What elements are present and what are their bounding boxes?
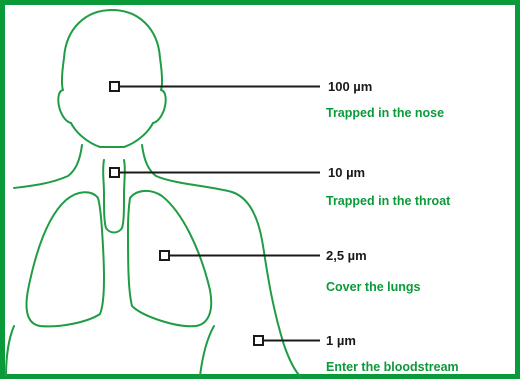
lungs-marker: [160, 251, 169, 260]
callout-desc-bloodstream: Enter the bloodstream: [326, 360, 459, 374]
callout-desc-throat: Trapped in the throat: [326, 194, 451, 208]
left-lung-outline: [27, 192, 105, 326]
nose-marker: [110, 82, 119, 91]
bloodstream-marker: [254, 336, 263, 345]
callout-size-nose: 100 µm: [328, 79, 372, 94]
head-outline: [58, 10, 165, 147]
frame-border: [3, 3, 518, 377]
right-arm-inner: [200, 326, 214, 376]
callout-desc-nose: Trapped in the nose: [326, 106, 444, 120]
callout-desc-lungs: Cover the lungs: [326, 280, 421, 294]
callout-size-lungs: 2,5 µm: [326, 248, 367, 263]
throat-marker: [110, 168, 119, 177]
left-arm-inner: [6, 326, 14, 376]
human-silhouette: [6, 10, 300, 376]
callout-size-bloodstream: 1 µm: [326, 333, 356, 348]
callout-size-throat: 10 µm: [328, 165, 365, 180]
